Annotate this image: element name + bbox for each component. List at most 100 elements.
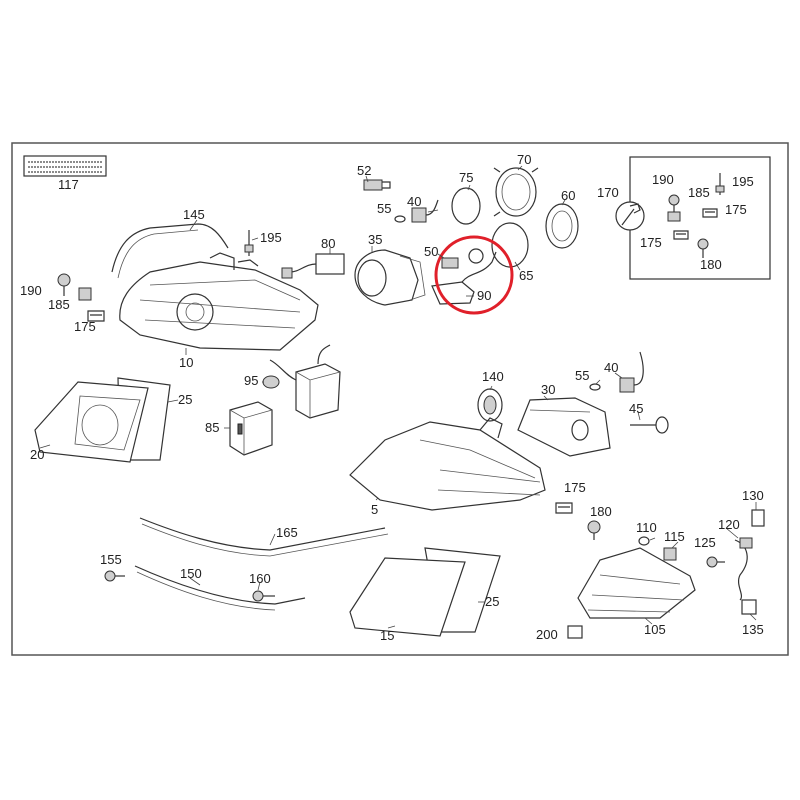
label-130: 130 (742, 488, 764, 503)
part-180-screw-right[interactable] (587, 520, 601, 540)
label-195: 195 (260, 230, 282, 245)
label-120: 120 (718, 517, 740, 532)
part-55-bulb[interactable] (394, 215, 406, 223)
part-160-screw[interactable] (252, 590, 275, 602)
leader-lines (39, 165, 757, 629)
part-150-trim-strip[interactable] (134, 565, 306, 605)
highlight-circle-90 (434, 235, 514, 315)
label-45: 45 (629, 401, 643, 416)
label-30: 30 (541, 382, 555, 397)
part-120-wiring[interactable] (734, 537, 753, 601)
label-155: 155 (100, 552, 122, 567)
part-35-projector[interactable] (354, 249, 426, 306)
part-10-headlamp-housing[interactable] (119, 252, 319, 351)
part-200-clip[interactable] (567, 625, 583, 639)
part-85-ballast[interactable] (229, 401, 273, 456)
part-40-socket-right[interactable] (619, 351, 644, 393)
label-117: 117 (58, 177, 79, 192)
part-125-screw[interactable] (706, 556, 725, 568)
label-80: 80 (321, 236, 335, 251)
label-55-right: 55 (575, 368, 589, 383)
part-195-screw[interactable] (244, 230, 254, 256)
part-50-bulb[interactable] (441, 248, 484, 269)
part-70-ring-holder[interactable] (493, 167, 539, 217)
part-175-clip-right[interactable] (555, 502, 573, 514)
part-30-reflector[interactable] (517, 397, 611, 457)
part-185-clip-icon (667, 211, 681, 222)
part-135-clip[interactable] (741, 599, 757, 615)
label-150: 150 (180, 566, 202, 581)
label-85: 85 (205, 420, 219, 435)
part-185-nut[interactable] (78, 287, 92, 301)
label-5: 5 (371, 502, 378, 517)
label-160: 160 (249, 571, 271, 586)
part-5-headlamp-housing[interactable] (349, 417, 546, 511)
label-15: 15 (380, 628, 394, 643)
part-155-screw[interactable] (104, 570, 125, 582)
part-52-bulb-holder[interactable] (363, 179, 391, 191)
label-125: 125 (694, 535, 716, 550)
part-117-label-plate[interactable] (23, 155, 107, 177)
label-195-inset: 195 (732, 174, 754, 189)
label-170: 170 (597, 185, 619, 200)
part-60-adapter[interactable] (545, 203, 579, 249)
part-190-bolt[interactable] (57, 273, 71, 296)
label-35: 35 (368, 232, 382, 247)
label-25-lower: 25 (485, 594, 499, 609)
label-145: 145 (183, 207, 205, 222)
part-140-bulb[interactable] (477, 388, 503, 422)
label-165: 165 (276, 525, 298, 540)
label-65: 65 (519, 268, 533, 283)
part-20-lens[interactable] (34, 381, 149, 463)
label-175: 175 (74, 319, 96, 334)
part-170-wrench-icon[interactable] (615, 201, 645, 231)
label-175-inset-right: 175 (725, 202, 747, 217)
label-185-inset: 185 (688, 185, 710, 200)
part-40-socket[interactable] (411, 199, 439, 223)
label-180-right: 180 (590, 504, 612, 519)
label-140: 140 (482, 369, 504, 384)
part-195-screw-icon (715, 173, 725, 195)
part-180-screw-icon (697, 238, 709, 258)
part-175-clip[interactable] (87, 310, 105, 322)
part-45-bulb[interactable] (630, 416, 669, 434)
label-50: 50 (424, 244, 438, 259)
label-90: 90 (477, 288, 491, 303)
part-55-bulb-right[interactable] (589, 383, 601, 391)
label-190-inset: 190 (652, 172, 674, 187)
label-60: 60 (561, 188, 575, 203)
label-55: 55 (377, 201, 391, 216)
part-15-lens[interactable] (349, 557, 466, 637)
part-110-bulb[interactable] (638, 536, 650, 546)
label-200: 200 (536, 627, 558, 642)
part-115-socket[interactable] (663, 547, 677, 561)
label-190: 190 (20, 283, 42, 298)
label-52: 52 (357, 163, 371, 178)
part-130-clip[interactable] (751, 509, 765, 527)
label-135: 135 (742, 622, 764, 637)
label-95: 95 (244, 373, 258, 388)
label-40: 40 (407, 194, 421, 209)
label-25-upper: 25 (178, 392, 192, 407)
label-105: 105 (644, 622, 666, 637)
label-115: 115 (664, 529, 685, 544)
part-165-trim-strip[interactable] (139, 517, 386, 551)
label-185: 185 (48, 297, 70, 312)
label-70: 70 (517, 152, 531, 167)
label-110: 110 (636, 520, 657, 535)
part-145-strip[interactable] (111, 223, 229, 273)
label-175-right: 175 (564, 480, 586, 495)
label-20: 20 (30, 447, 44, 462)
part-ballast-module-upper[interactable] (269, 344, 341, 419)
label-75: 75 (459, 170, 473, 185)
part-75-seal-ring[interactable] (451, 187, 481, 225)
label-10: 10 (179, 355, 193, 370)
label-175-inset-left: 175 (640, 235, 662, 250)
part-105-lamp[interactable] (577, 547, 696, 619)
part-95-grommet[interactable] (262, 375, 280, 389)
part-labels: 117 145 195 80 35 52 55 40 75 70 60 50 9… (20, 152, 764, 643)
part-175-clip-icon (673, 208, 718, 240)
label-180-inset: 180 (700, 257, 722, 272)
label-40-right: 40 (604, 360, 618, 375)
